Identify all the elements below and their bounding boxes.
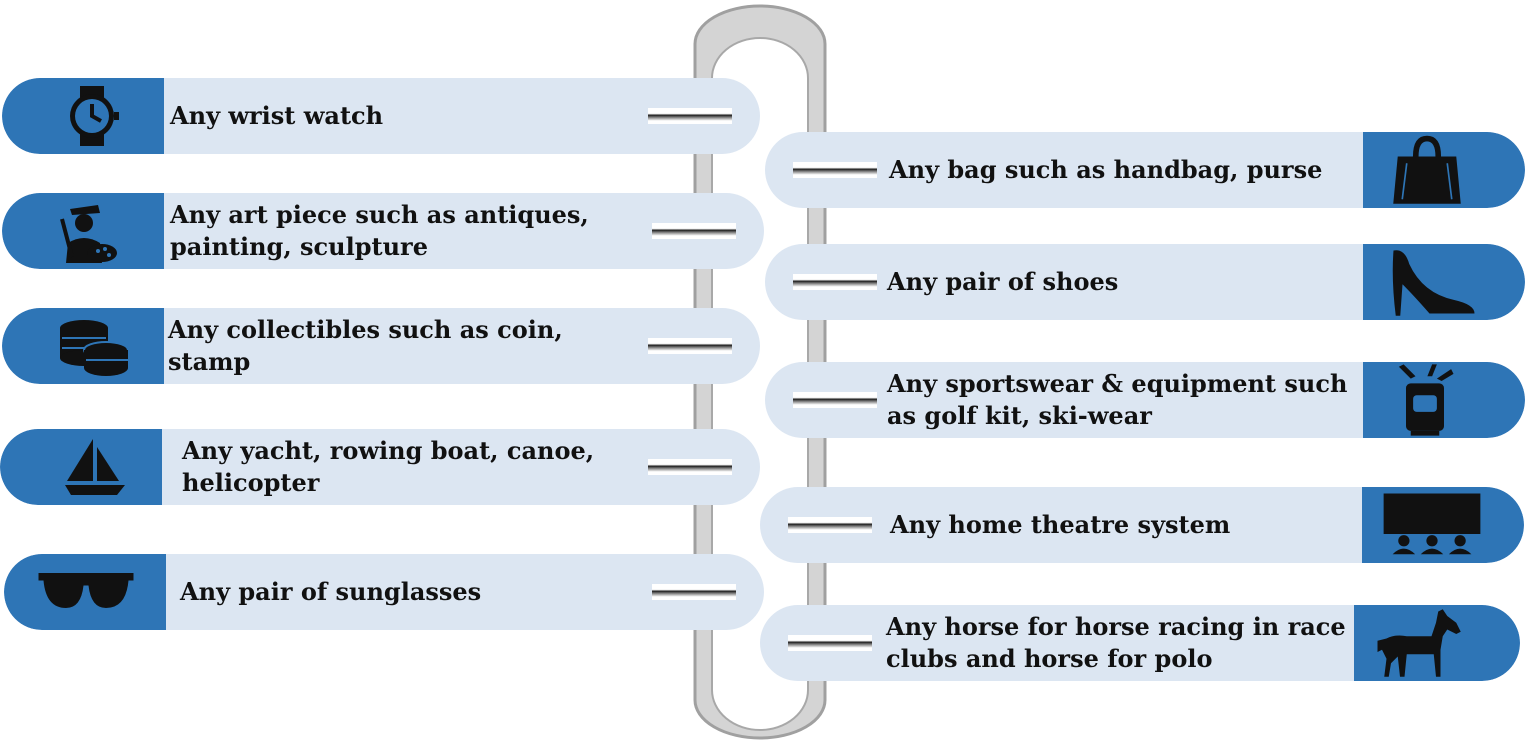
item-label: Any collectibles such as coin, stamp — [168, 315, 563, 376]
connector-tab — [648, 459, 732, 475]
golf-bag-icon — [1398, 364, 1454, 436]
connector-tab — [648, 338, 732, 354]
icon-box — [1363, 132, 1525, 208]
icon-box — [2, 308, 164, 384]
high-heel-shoe-icon — [1392, 250, 1475, 316]
icon-box — [1362, 487, 1524, 563]
item-label: Any sportswear & equipment such as golf … — [887, 369, 1348, 430]
connector-tab — [793, 274, 877, 290]
horse-icon — [1377, 609, 1461, 677]
connector-tab — [652, 584, 736, 600]
item-label: Any pair of sunglasses — [180, 577, 482, 606]
item-collectibles: Any collectibles such as coin, stamp — [2, 308, 760, 384]
icon-box — [2, 193, 164, 269]
item-horse: Any horse for horse racing in race clubs… — [760, 605, 1520, 681]
connector-tab — [648, 108, 732, 124]
item-label: Any wrist watch — [170, 101, 384, 130]
item-label: Any art piece such as antiques, painting… — [170, 200, 589, 261]
connector-tab — [788, 635, 872, 651]
painter-icon — [60, 205, 117, 263]
icon-box — [1363, 362, 1525, 438]
item-sunglasses: Any pair of sunglasses — [4, 554, 764, 630]
connector-tab — [788, 517, 872, 533]
wrist-watch-icon — [70, 86, 119, 146]
icon-box — [1354, 605, 1520, 681]
icon-box — [1363, 244, 1525, 320]
coins-icon — [60, 320, 129, 376]
item-bag: Any bag such as handbag, purse — [765, 132, 1525, 208]
sailboat-icon — [65, 439, 125, 495]
item-yacht: Any yacht, rowing boat, canoe, helicopte… — [0, 429, 760, 505]
icon-box — [0, 429, 162, 505]
item-label: Any bag such as handbag, purse — [889, 155, 1323, 184]
home-theatre-icon — [1383, 493, 1481, 555]
item-sportswear: Any sportswear & equipment such as golf … — [765, 362, 1525, 438]
icon-box — [4, 554, 166, 630]
item-home-theatre: Any home theatre system — [760, 487, 1524, 563]
item-shoes: Any pair of shoes — [765, 244, 1525, 320]
item-label: Any home theatre system — [890, 510, 1231, 539]
item-label: Any horse for horse racing in race clubs… — [886, 612, 1346, 673]
connector-tab — [652, 223, 736, 239]
connector-tab — [793, 392, 877, 408]
item-art-piece: Any art piece such as antiques, painting… — [2, 193, 764, 269]
sunglasses-icon — [38, 573, 134, 608]
connector-tab — [793, 162, 877, 178]
item-label: Any yacht, rowing boat, canoe, helicopte… — [182, 436, 595, 497]
icon-box — [2, 78, 164, 154]
handbag-icon — [1393, 135, 1461, 204]
item-label: Any pair of shoes — [887, 267, 1119, 296]
item-wrist-watch: Any wrist watch — [2, 78, 760, 154]
